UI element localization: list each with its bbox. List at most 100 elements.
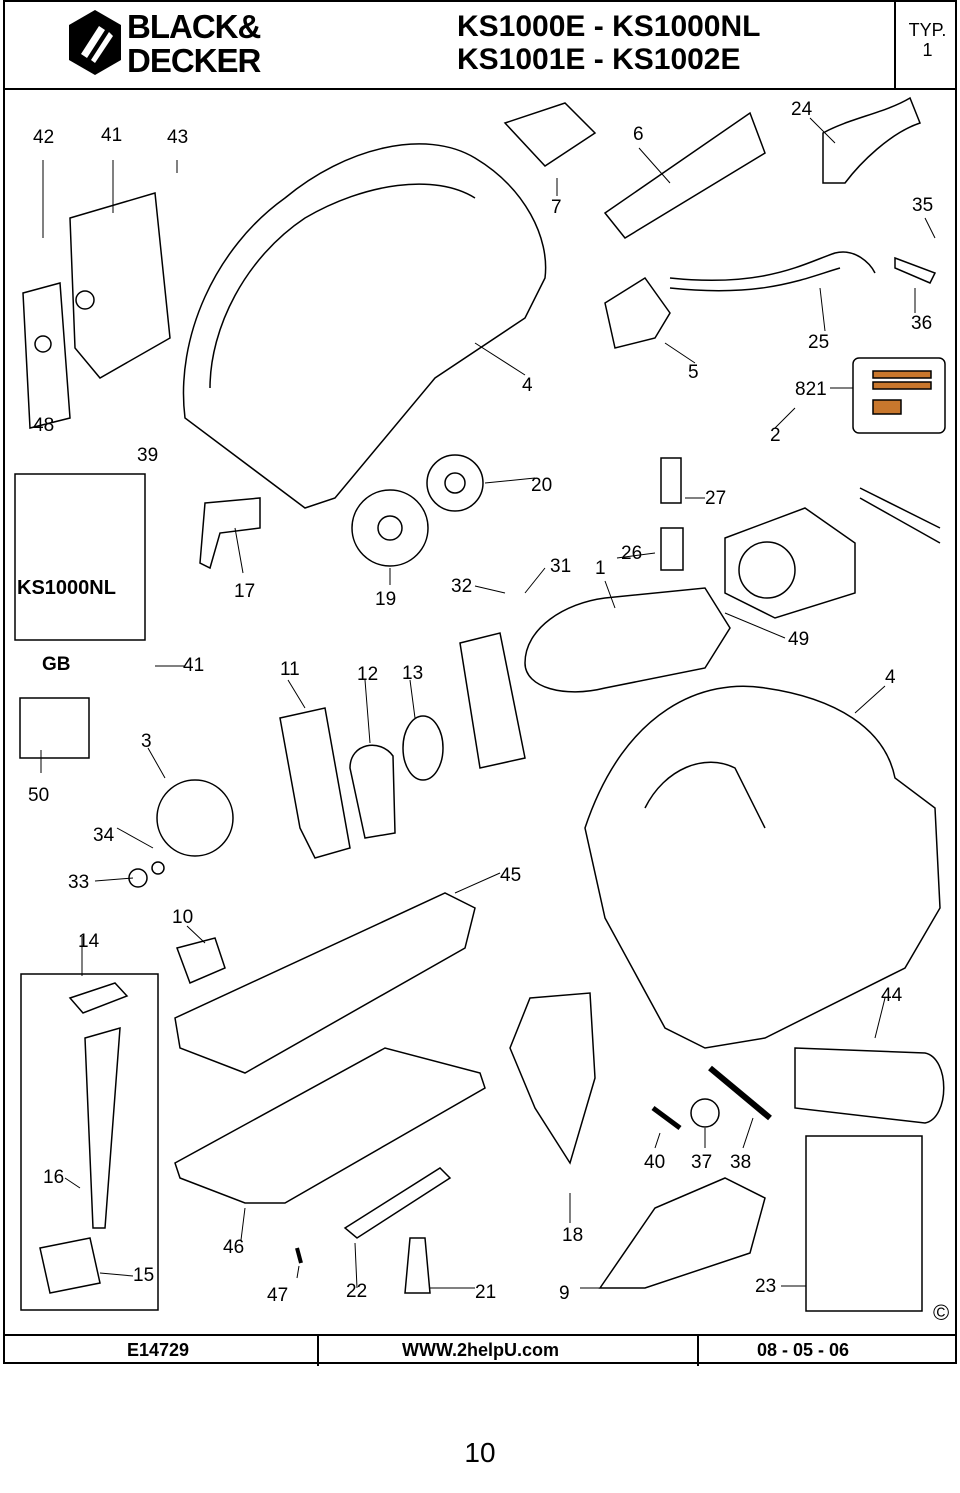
switch-part <box>503 102 597 167</box>
footer-url: WWW.2helpU.com <box>402 1340 559 1360</box>
model-title-line-1: KS1000E - KS1000NL <box>457 10 761 43</box>
part-label-49: 49 <box>788 629 810 650</box>
brand-line-1: BLACK& <box>127 8 261 45</box>
ks1000nl-inset-frame <box>14 473 146 641</box>
gear-20 <box>426 454 484 512</box>
rod-16 <box>84 1026 121 1229</box>
bracket-22 <box>343 1167 452 1239</box>
accessory-inset-frame <box>805 1135 923 1312</box>
label-821-frame <box>852 357 946 434</box>
parts-diagram-sheet: BLACK& DECKER KS1000E - KS1000NL KS1001E… <box>3 0 957 1366</box>
part-label-1: 1 <box>595 558 606 579</box>
part-label-38: 38 <box>730 1152 752 1173</box>
cable-clamp <box>894 256 937 284</box>
part-label-22: 22 <box>346 1281 368 1302</box>
housing-half <box>182 143 547 509</box>
washer-13 <box>402 715 444 781</box>
part-label-48: 48 <box>33 415 55 436</box>
part-label-25: 25 <box>808 332 830 353</box>
cable-grommet <box>822 96 921 184</box>
pin-38 <box>708 1065 772 1121</box>
type-number: 1 <box>922 40 933 60</box>
part-label-41: 41 <box>101 125 123 146</box>
cover-plate <box>69 192 171 379</box>
side-handle <box>794 1047 945 1124</box>
extraction-adapter <box>598 1177 766 1289</box>
part-label-21: 21 <box>475 1282 497 1303</box>
part-label-33: 33 <box>68 872 90 893</box>
type-box: TYP. 1 <box>900 20 955 60</box>
part-label-27: 27 <box>705 488 727 509</box>
document-code: E14729 <box>127 1340 190 1360</box>
part-label-39: 39 <box>137 445 159 466</box>
jigsaw-body <box>584 685 941 1049</box>
model-title: KS1000E - KS1000NL KS1001E - KS1002E <box>457 10 761 76</box>
part-label-16: 16 <box>43 1167 65 1188</box>
cover-plate-hole <box>75 290 95 310</box>
part-label-43: 43 <box>167 127 189 148</box>
part-label-13: 13 <box>402 663 424 684</box>
part-label-44: 44 <box>881 985 903 1006</box>
screw-47 <box>295 1247 303 1264</box>
part-label-42: 42 <box>33 127 55 148</box>
region-label: GB <box>42 654 71 675</box>
part-label-4: 4 <box>522 375 533 396</box>
part-label-10: 10 <box>172 907 194 928</box>
part-label-5: 5 <box>688 362 699 383</box>
lever-17 <box>199 497 261 570</box>
part-label-11: 11 <box>280 659 300 680</box>
part-label-26: 26 <box>621 543 643 564</box>
part-label-34: 34 <box>93 825 115 846</box>
gear-3 <box>156 779 234 857</box>
blade-clamp-inset-frame <box>20 973 159 1311</box>
part-label-41-b: 41 <box>183 655 205 676</box>
footer-date: 08 - 05 - 06 <box>757 1340 850 1360</box>
part-label-7: 7 <box>551 197 562 218</box>
bolt-21 <box>404 1237 431 1294</box>
part-label-9: 9 <box>559 1283 570 1304</box>
part-label-47: 47 <box>267 1285 289 1306</box>
shoe-plate <box>174 892 476 1074</box>
part-label-2: 2 <box>770 425 781 446</box>
dust-guard <box>509 992 596 1165</box>
gear-19 <box>351 489 429 567</box>
brand-logo: BLACK& DECKER <box>65 8 261 78</box>
page-number: 10 <box>464 1437 496 1468</box>
part-label-37: 37 <box>691 1152 713 1173</box>
gasket-12 <box>349 744 396 839</box>
clamp-15 <box>39 1237 101 1294</box>
part-label-20: 20 <box>531 475 553 496</box>
part-label-32: 32 <box>451 576 473 597</box>
exploded-view-drawing <box>14 96 946 1312</box>
header-divider <box>894 2 896 88</box>
part-label-15: 15 <box>133 1265 155 1286</box>
part-label-24: 24 <box>791 99 813 120</box>
part-label-45: 45 <box>500 865 522 886</box>
footer-divider-2 <box>697 1336 699 1366</box>
part-label-35: 35 <box>912 195 934 216</box>
brand-line-2: DECKER <box>127 42 261 79</box>
part-label-12: 12 <box>357 664 379 685</box>
pin-40 <box>651 1105 682 1131</box>
part-label-18: 18 <box>562 1225 584 1246</box>
roller-37 <box>690 1098 720 1128</box>
part-10 <box>176 937 226 984</box>
part-label-821: 821 <box>795 379 827 400</box>
part-label-4-b: 4 <box>885 667 896 688</box>
stator <box>724 507 856 619</box>
washer-34 <box>151 861 165 875</box>
base-plate <box>174 1047 486 1204</box>
plate-11 <box>279 707 351 859</box>
part-label-50: 50 <box>28 785 50 806</box>
part-label-36: 36 <box>911 313 933 334</box>
exploded-view: 42 41 43 7 6 24 35 36 25 5 821 4 48 39 2… <box>5 88 955 1334</box>
power-cable <box>669 251 876 282</box>
circuit-board <box>603 111 766 239</box>
brush-holder-27 <box>660 457 682 504</box>
part-label-19: 19 <box>375 589 397 610</box>
type-label: TYP. <box>908 20 947 40</box>
model-title-line-2: KS1001E - KS1002E <box>457 43 741 76</box>
part-label-14: 14 <box>78 931 100 952</box>
part-label-3: 3 <box>141 731 152 752</box>
housing-inner-edge <box>209 183 476 389</box>
